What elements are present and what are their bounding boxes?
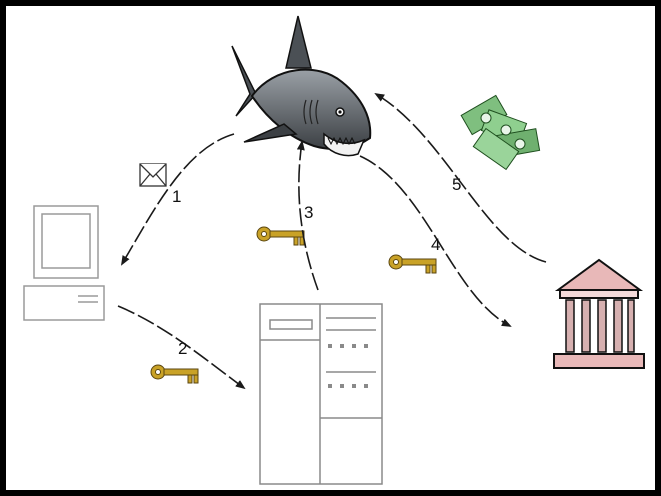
money-icon [460, 94, 541, 171]
arrow-step-2 [117, 305, 246, 390]
computer-icon [23, 205, 105, 321]
step-label-3: 3 [304, 203, 313, 222]
step-label-2: 2 [178, 339, 187, 358]
server-icon [259, 303, 383, 485]
arrow-step-5 [374, 92, 547, 263]
step-label-5: 5 [452, 175, 461, 194]
step-label-4: 4 [431, 235, 440, 254]
arrow-step-4 [359, 155, 512, 327]
step-label-1: 1 [172, 187, 181, 206]
arrow-step-1 [120, 133, 235, 266]
diagram-canvas: 1 2 3 4 5 [6, 6, 655, 490]
key-icon [256, 226, 305, 246]
key-icon [150, 364, 199, 384]
phishing-flow-diagram: 1 2 3 4 5 [23, 15, 645, 485]
key-icon [388, 254, 437, 274]
bank-icon [553, 258, 645, 369]
shark-icon [231, 15, 372, 157]
arrow-step-3 [296, 140, 319, 291]
email-envelope-icon [139, 163, 167, 187]
